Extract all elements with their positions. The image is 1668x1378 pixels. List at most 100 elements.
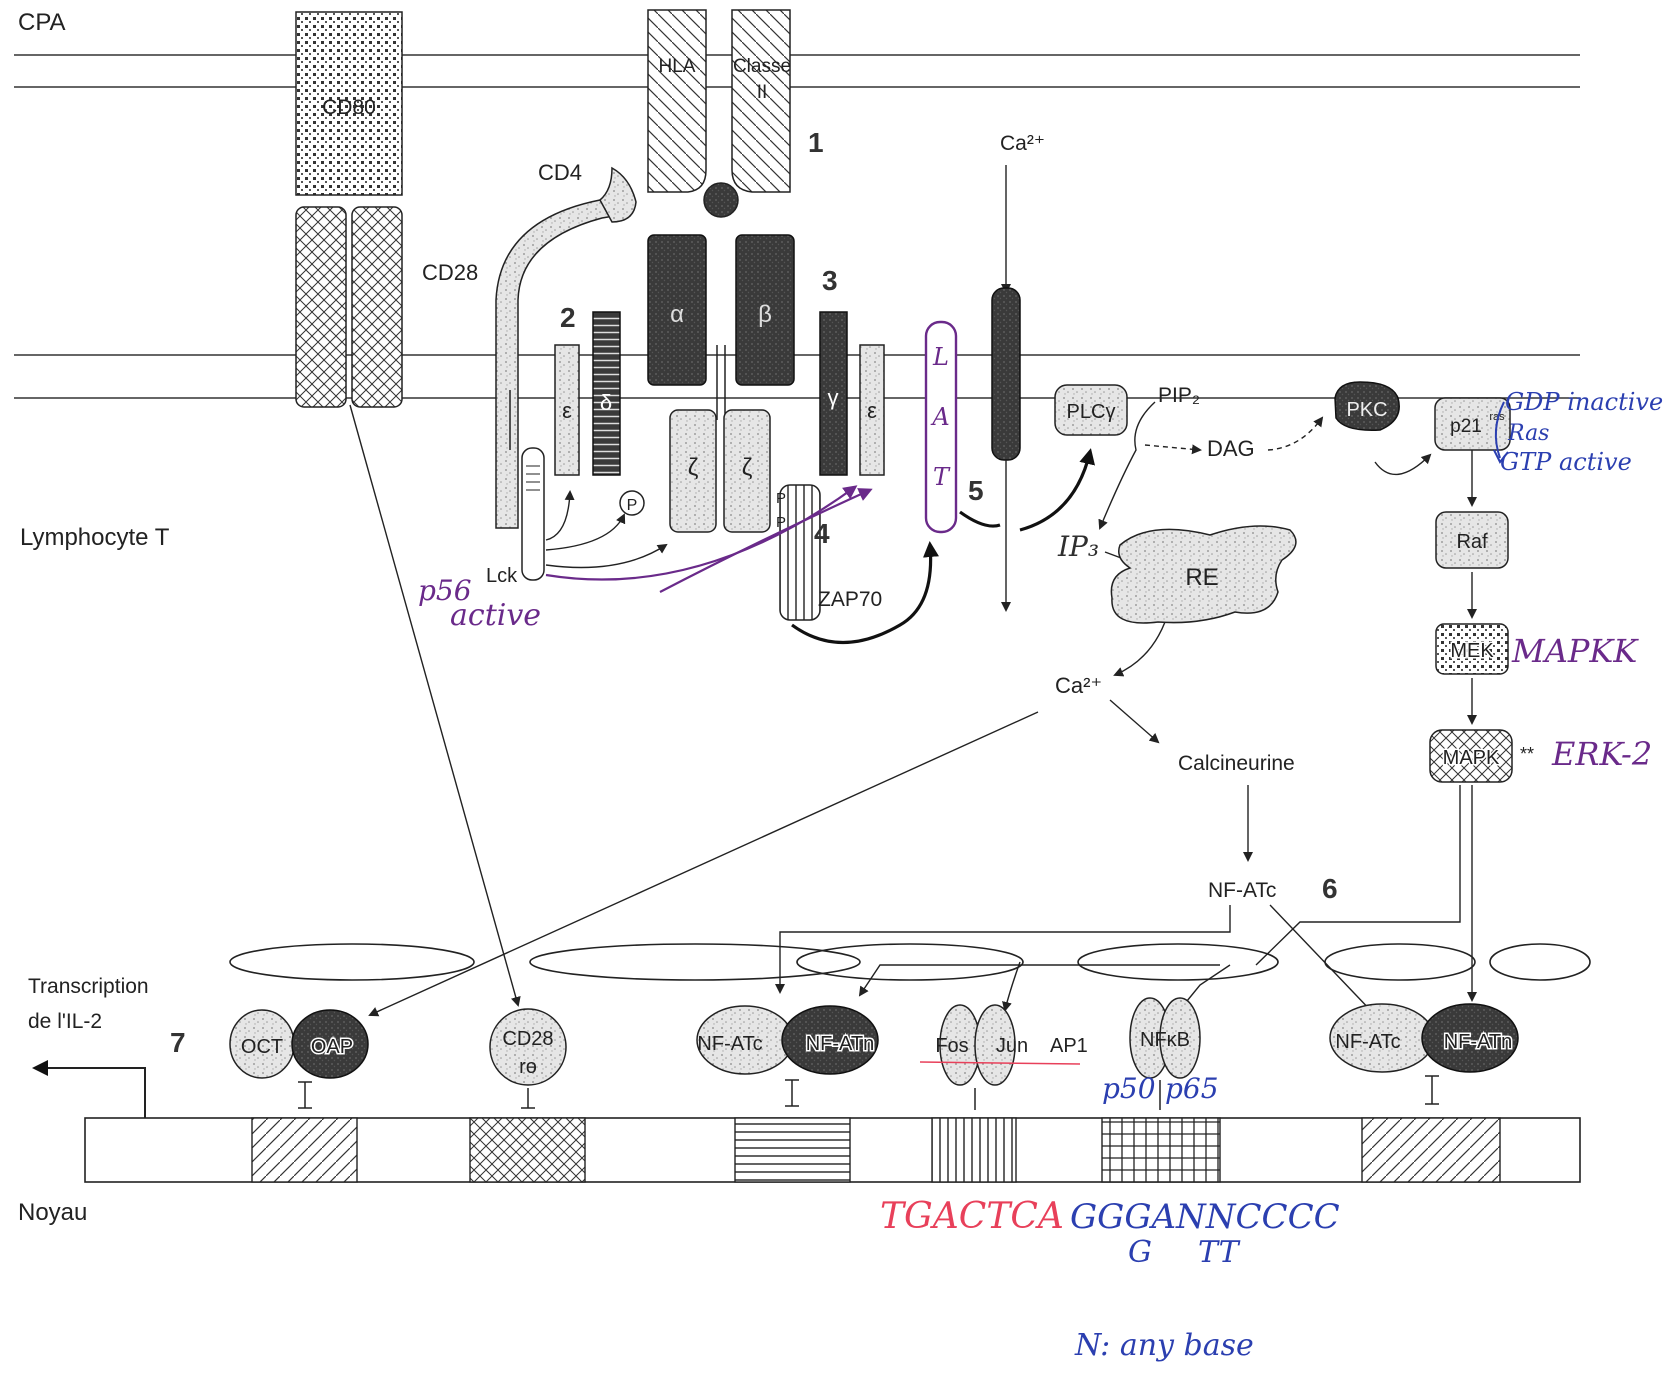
re-ca-arrow: [1115, 622, 1165, 675]
delta-label: δ: [600, 390, 612, 415]
zap70-p2: P: [776, 514, 786, 531]
raf-label: Raf: [1456, 531, 1488, 553]
hw-ras: Ras: [1507, 421, 1549, 446]
hla-class-ii: HLA Classe II: [648, 10, 791, 217]
apc-membrane: [14, 55, 1580, 87]
tcr-alpha-beta: α β: [648, 235, 794, 420]
ca-oct-arrow: [370, 712, 1038, 1015]
lat-label: L: [932, 343, 949, 371]
endoplasmic-reticulum: RE: [1111, 526, 1296, 623]
mapk-routing: [1256, 785, 1472, 1000]
nfat-complex-right: NF-ATc NF-ATn: [1330, 1004, 1518, 1104]
mapk-stars: **: [1520, 744, 1534, 764]
jun-label: Jun: [996, 1035, 1028, 1057]
mapk: MAPK: [1430, 730, 1512, 782]
ap1-complex: Fos Jun AP1: [920, 1005, 1088, 1110]
nfatn-right-label: NF-ATn: [1444, 1031, 1513, 1053]
dag-pkc-arrow: [1268, 418, 1322, 450]
cd28-re-label-1: CD28: [502, 1028, 553, 1050]
epsilon-label-left: ε: [562, 398, 572, 423]
ca-calcineurine-arrow: [1110, 700, 1158, 742]
beta-chain-label: β: [758, 301, 772, 328]
pkc-label: PKC: [1346, 399, 1387, 421]
transcription-arrow: [36, 1068, 145, 1118]
alpha-chain-label: α: [670, 301, 684, 328]
zeta-label-1: ζ: [688, 454, 699, 481]
il2-promoter-dna: [85, 1118, 1580, 1182]
epsilon-label-right: ε: [867, 398, 877, 423]
cd28-label: CD28: [422, 260, 478, 285]
oap-label: OAP: [311, 1036, 353, 1058]
transcription-label-2: de l'IL-2: [28, 1010, 102, 1033]
hw-nfkb-sub-tt: TT: [1198, 1235, 1241, 1270]
hw-p50: p50: [1102, 1072, 1156, 1105]
svg-text:A: A: [930, 403, 949, 431]
zeta-chains: ζ ζ: [670, 410, 770, 532]
cd28-re-label-2: rө: [519, 1056, 537, 1078]
cd80-label: CD80: [322, 96, 376, 119]
svg-text:T: T: [933, 463, 951, 491]
pkc: PKC: [1335, 382, 1399, 430]
ca-mid-label: Ca²⁺: [1055, 673, 1102, 698]
oct-oap-complex: OCT OAP: [230, 1010, 368, 1108]
plc-label: PLCγ: [1067, 401, 1116, 423]
cd3-gamma-epsilon: γ ε: [820, 312, 884, 475]
nfatc-left-label: NF-ATc: [697, 1033, 762, 1055]
step-2: 2: [560, 302, 576, 333]
mek-label: MEK: [1450, 640, 1494, 662]
ip3-label: IP₃: [1057, 530, 1099, 563]
gamma-label: γ: [828, 385, 839, 410]
tcell-label: Lymphocyte T: [20, 524, 170, 551]
nuclear-pores: [230, 944, 1590, 980]
fos-label: Fos: [935, 1035, 968, 1057]
pip2-dag-arrow: [1145, 445, 1200, 450]
ras-cycle-note: GDP inactive Ras GTP active: [1494, 388, 1663, 476]
hw-ap1-sequence: TGACTCA: [880, 1196, 1064, 1237]
step-6: 6: [1322, 873, 1338, 904]
cd80-molecule: CD80: [296, 12, 402, 195]
hw-active: active: [450, 598, 541, 633]
phosphate-icon: P: [620, 491, 644, 515]
cd4-label: CD4: [538, 160, 582, 185]
ap1-label: AP1: [1050, 1035, 1088, 1057]
lck-arrows: [546, 492, 666, 568]
re-label: RE: [1185, 564, 1218, 591]
pkc-ras-arrow: [1375, 455, 1430, 474]
calcineurine-label: Calcineurine: [1178, 752, 1295, 775]
hw-gdp: GDP inactive: [1505, 388, 1663, 416]
svg-text:P: P: [627, 497, 638, 514]
nfatc-center-label: NF-ATc: [1208, 879, 1276, 902]
step-7: 7: [170, 1027, 186, 1058]
dag-label: DAG: [1207, 436, 1255, 461]
nfatn-left-label: NF-ATn: [806, 1033, 875, 1055]
hw-gtp: GTP active: [1500, 448, 1632, 476]
classe-label: Classe: [733, 56, 791, 77]
step-5: 5: [968, 475, 984, 506]
hla-label: HLA: [659, 56, 696, 77]
hw-erk2: ERK-2: [1551, 735, 1652, 773]
ca-top-label: Ca²⁺: [1000, 132, 1045, 155]
step-3: 3: [822, 265, 838, 296]
nfatc-right-label: NF-ATc: [1335, 1031, 1400, 1053]
hw-nfkb-sub-g: G: [1128, 1235, 1152, 1270]
p21-label: p21: [1450, 416, 1482, 437]
lck-label: Lck: [486, 565, 518, 587]
nucleus-label: Noyau: [18, 1199, 87, 1226]
classe-number: II: [757, 82, 768, 103]
hw-mapkk: MAPKK: [1511, 632, 1639, 670]
raf: Raf: [1436, 512, 1508, 568]
nfat-complex-left: NF-ATc NF-ATn: [697, 1006, 878, 1106]
lat-adaptor: L A T: [926, 322, 956, 532]
hw-p65: p65: [1165, 1072, 1219, 1105]
nfkb-label: NFκB: [1140, 1029, 1190, 1051]
cd3-epsilon-delta: ε δ: [555, 312, 620, 475]
apc-label: CPA: [18, 9, 66, 36]
plc-gamma: PLCγ: [1055, 385, 1127, 435]
cd28-molecule: CD28: [296, 207, 478, 407]
nfatc-routing: [780, 905, 1375, 1015]
hw-nfkb-sequence: GGGANNCCCC: [1070, 1197, 1340, 1237]
step-4: 4: [814, 518, 830, 549]
cd28-re-factor: CD28 rө: [490, 1009, 566, 1108]
